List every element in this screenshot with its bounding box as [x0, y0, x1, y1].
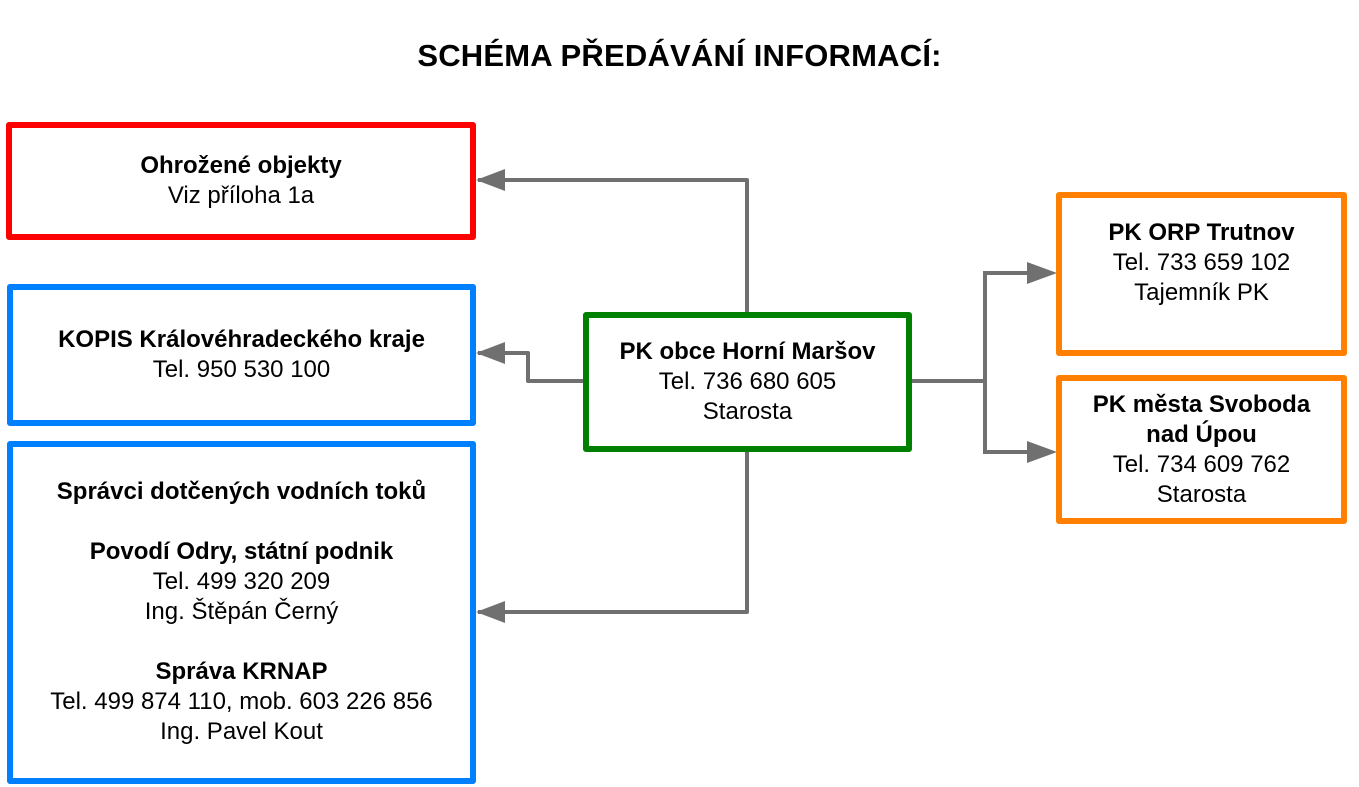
diagram-title: SCHÉMA PŘEDÁVÁNÍ INFORMACÍ:: [417, 38, 942, 73]
node-line: Viz příloha 1a: [167, 182, 315, 209]
arrowhead-trutnov: [1027, 262, 1057, 284]
node-phone: Tel. 950 530 100: [152, 356, 331, 383]
arrowhead-threatened: [476, 169, 505, 191]
node-heading: PK ORP Trutnov: [1108, 219, 1295, 246]
node-heading: KOPIS Královéhradeckého kraje: [58, 326, 425, 353]
node-heading: Správci dotčených vodních toků: [56, 478, 427, 505]
node-role: Starosta: [702, 398, 793, 425]
group-phone-povodi-odry: Tel. 499 320 209: [152, 568, 331, 595]
node-phone: Tel. 733 659 102: [1112, 249, 1291, 276]
group-heading-povodi-odry: Povodí Odry, státní podnik: [89, 538, 394, 565]
group-contact-povodi-odry: Ing. Štěpán Černý: [144, 598, 339, 625]
node-phone: Tel. 734 609 762: [1112, 450, 1291, 478]
node-heading: PK obce Horní Maršov: [619, 338, 876, 365]
node-heading: Ohrožené objekty: [140, 152, 342, 179]
edge-center-to-water-managers: [478, 452, 749, 614]
group-contact-krnap: Ing. Pavel Kout: [160, 718, 323, 745]
node-heading-line-1: PK města Svoboda: [1092, 390, 1311, 418]
arrowhead-kopis: [476, 342, 505, 364]
node-orp-trutnov: PK ORP Trutnov Tel. 733 659 102 Tajemník…: [1056, 192, 1347, 356]
node-center-horni-marsov: PK obce Horní Maršov Tel. 736 680 605 St…: [583, 312, 912, 452]
group-phone-krnap: Tel. 499 874 110, mob. 603 226 856: [50, 688, 433, 715]
group-heading-krnap: Správa KRNAP: [155, 658, 328, 685]
node-threatened-objects: Ohrožené objekty Viz příloha 1a: [6, 122, 476, 240]
node-phone: Tel. 736 680 605: [658, 368, 837, 395]
node-role: Starosta: [1156, 480, 1247, 508]
arrowhead-water-managers: [476, 601, 505, 623]
node-svoboda-nad-upou: PK města Svoboda nad Úpou Tel. 734 609 7…: [1056, 375, 1347, 524]
node-water-managers: Správci dotčených vodních toků Povodí Od…: [7, 441, 476, 784]
node-role: Tajemník PK: [1134, 279, 1269, 306]
node-kopis: KOPIS Královéhradeckého kraje Tel. 950 5…: [7, 284, 476, 426]
edge-center-to-threatened: [478, 178, 749, 312]
node-heading-line-2: nad Úpou: [1146, 420, 1257, 448]
arrowhead-svoboda: [1027, 441, 1057, 463]
